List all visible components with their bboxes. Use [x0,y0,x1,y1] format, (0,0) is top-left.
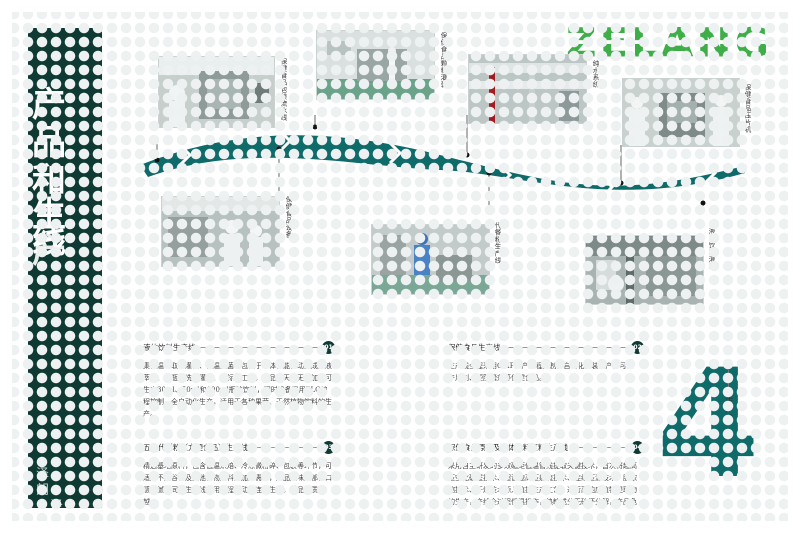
section-body-health: 生产线全程采用GMP生产过程控制，自动化灌装生产，可生产片剂、硬胶囊剂等保健食品… [448,362,634,382]
label-water-system: 纯水系统 [591,60,599,88]
sidebar-char: 品 [32,123,66,163]
sidebar-char: 线 [32,221,66,261]
photo-meal-powder-line [371,224,490,295]
label-liquid-filling: 液体饮料灌装 [707,228,715,270]
label-meal-powder-line: 代餐粉生产线 [493,222,501,264]
label-granule-filling: 保健食品颗粒灌装 [439,32,447,88]
photo-water-system [468,54,587,124]
section-title-liquid: 液体饮料生产线 [143,342,200,353]
section-number-badge: 03 [322,441,335,454]
section-body-meal-powder: 精选基地原料，包含低温烘焙、冷冻微粉碎、包装等环节，可适应不同谷物及其他植物原料… [143,462,332,506]
sidebar-char: 和 [32,161,66,201]
photo-tablet-press [622,78,740,147]
photo-packaging-line [158,56,275,128]
label-health-equipment: 保健食品设备 [284,196,292,238]
feature-number: 4 [656,338,761,512]
sidebar-char: 产 [32,231,66,271]
section-title-health: 保健食品生产线 [448,342,505,353]
sidebar-footer-char: 泽 [36,467,50,482]
sidebar-char: 产 [32,85,66,125]
sidebar-footer-char: 泽 [50,499,64,508]
section-body-raw-material: 采用自主研发的多效磁矩低温管线提取关键技术，首次将超高压空化破壁技术、超音速高压… [448,462,637,506]
sidebar-char: 生 [32,195,66,235]
section-number-badge: 01 [322,341,335,354]
photo-granule-filling [316,30,435,100]
photo-health-equipment [161,196,280,267]
label-tablet-press: 保健食品压片机 [743,84,751,133]
photo-liquid-filling [585,235,704,305]
timeline-wave [140,115,745,210]
feature-label: 大生产线 [725,387,734,423]
zelang-logo: ZELANG [566,23,782,63]
label-packaging-line: 保健食品包装流水线 [279,58,287,121]
sidebar-footer-char: 朗 [36,483,50,498]
section-number-badge: 02 [631,341,644,354]
section-body-liquid: 集低温萃取、灌装、低温灭菌、包装于一体，能自动完成浆液萃取、理瓶清洗、灌装、贴标… [143,362,332,418]
sidebar-band: 产 品 和 生 产 线 泽 朗 泽 朗 [28,28,102,508]
section-title-meal-powder: 五谷代餐粉（方便食品）生产线 [143,442,252,453]
section-number-badge: 04 [631,441,644,454]
section-title-raw-material: 保健食品原料及固体饮料原料生产线 [448,442,572,453]
